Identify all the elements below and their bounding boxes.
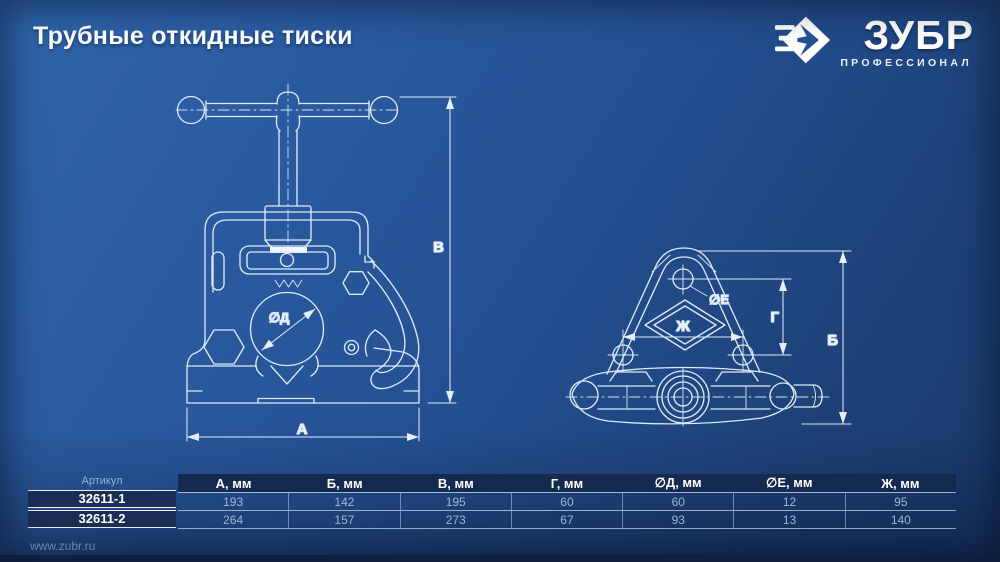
article-column-label: Артикул	[81, 475, 123, 487]
spec-cell: 195	[401, 493, 512, 510]
spec-cell: 60	[512, 493, 624, 510]
spec-cell: 140	[890, 512, 911, 527]
spec-table: А, мм Б, мм В, мм Г, мм ∅Д, мм ∅Е, мм Ж,…	[178, 474, 956, 529]
website-url: www.zubr.ru	[30, 539, 96, 553]
spec-cell: 93	[623, 511, 735, 528]
technical-drawing: В А ∅Д	[175, 83, 852, 442]
dim-label-b: Б	[827, 332, 838, 349]
page-title: Трубные откидные тиски	[33, 22, 353, 50]
spec-cell: 273	[401, 511, 512, 528]
spec-cell: 12	[734, 493, 846, 510]
spec-header-cell: ∅Д, мм	[654, 475, 702, 490]
spec-cell: 13	[734, 511, 846, 528]
front-view-drawing: В А ∅Д	[175, 83, 457, 442]
spec-cell: 193	[178, 493, 290, 510]
dim-label-g: Г	[770, 309, 779, 326]
brand-tagline: ПРОФЕССИОНАЛ	[840, 57, 972, 69]
brand-logo: ЗУБР ПРОФЕССИОНАЛ	[775, 14, 974, 69]
spec-cell: 95	[894, 494, 908, 509]
top-view-drawing: Б Г Ж ∅Е	[565, 247, 852, 427]
spec-header-cell: Б, мм	[326, 475, 363, 491]
spec-header-cell: Ж, мм	[881, 475, 920, 491]
brand-name: ЗУБР	[863, 12, 974, 58]
spec-header-cell: В, мм	[437, 475, 474, 491]
article-badge: 32611-1	[28, 490, 176, 508]
article-badge: 32611-2	[28, 510, 176, 528]
spec-header-cell: Г, мм	[550, 475, 584, 491]
dim-label-zh: Ж	[675, 318, 690, 335]
bottom-accent-bar	[0, 555, 1000, 562]
dim-label-d: ∅Д	[269, 310, 290, 325]
spec-cell: 67	[512, 511, 624, 528]
spec-cell: 264	[178, 511, 290, 528]
spec-table-header: А, мм Б, мм В, мм Г, мм ∅Д, мм ∅Е, мм Ж,…	[178, 474, 956, 492]
spec-cell: 142	[289, 493, 401, 510]
zubr-logo-icon	[775, 16, 831, 64]
table-row: 193 142 195 60 60 12 95	[178, 493, 956, 511]
spec-header-cell: А, мм	[215, 475, 252, 491]
table-row: 264 157 273 67 93 13 140	[178, 511, 956, 529]
spec-cell: 60	[623, 493, 735, 510]
spec-cell: 157	[289, 511, 401, 528]
spec-header-cell: ∅Е, мм	[766, 475, 813, 490]
dim-label-a: А	[297, 421, 308, 438]
dim-label-v: В	[433, 239, 444, 256]
dim-label-e: ∅Е	[709, 292, 729, 307]
